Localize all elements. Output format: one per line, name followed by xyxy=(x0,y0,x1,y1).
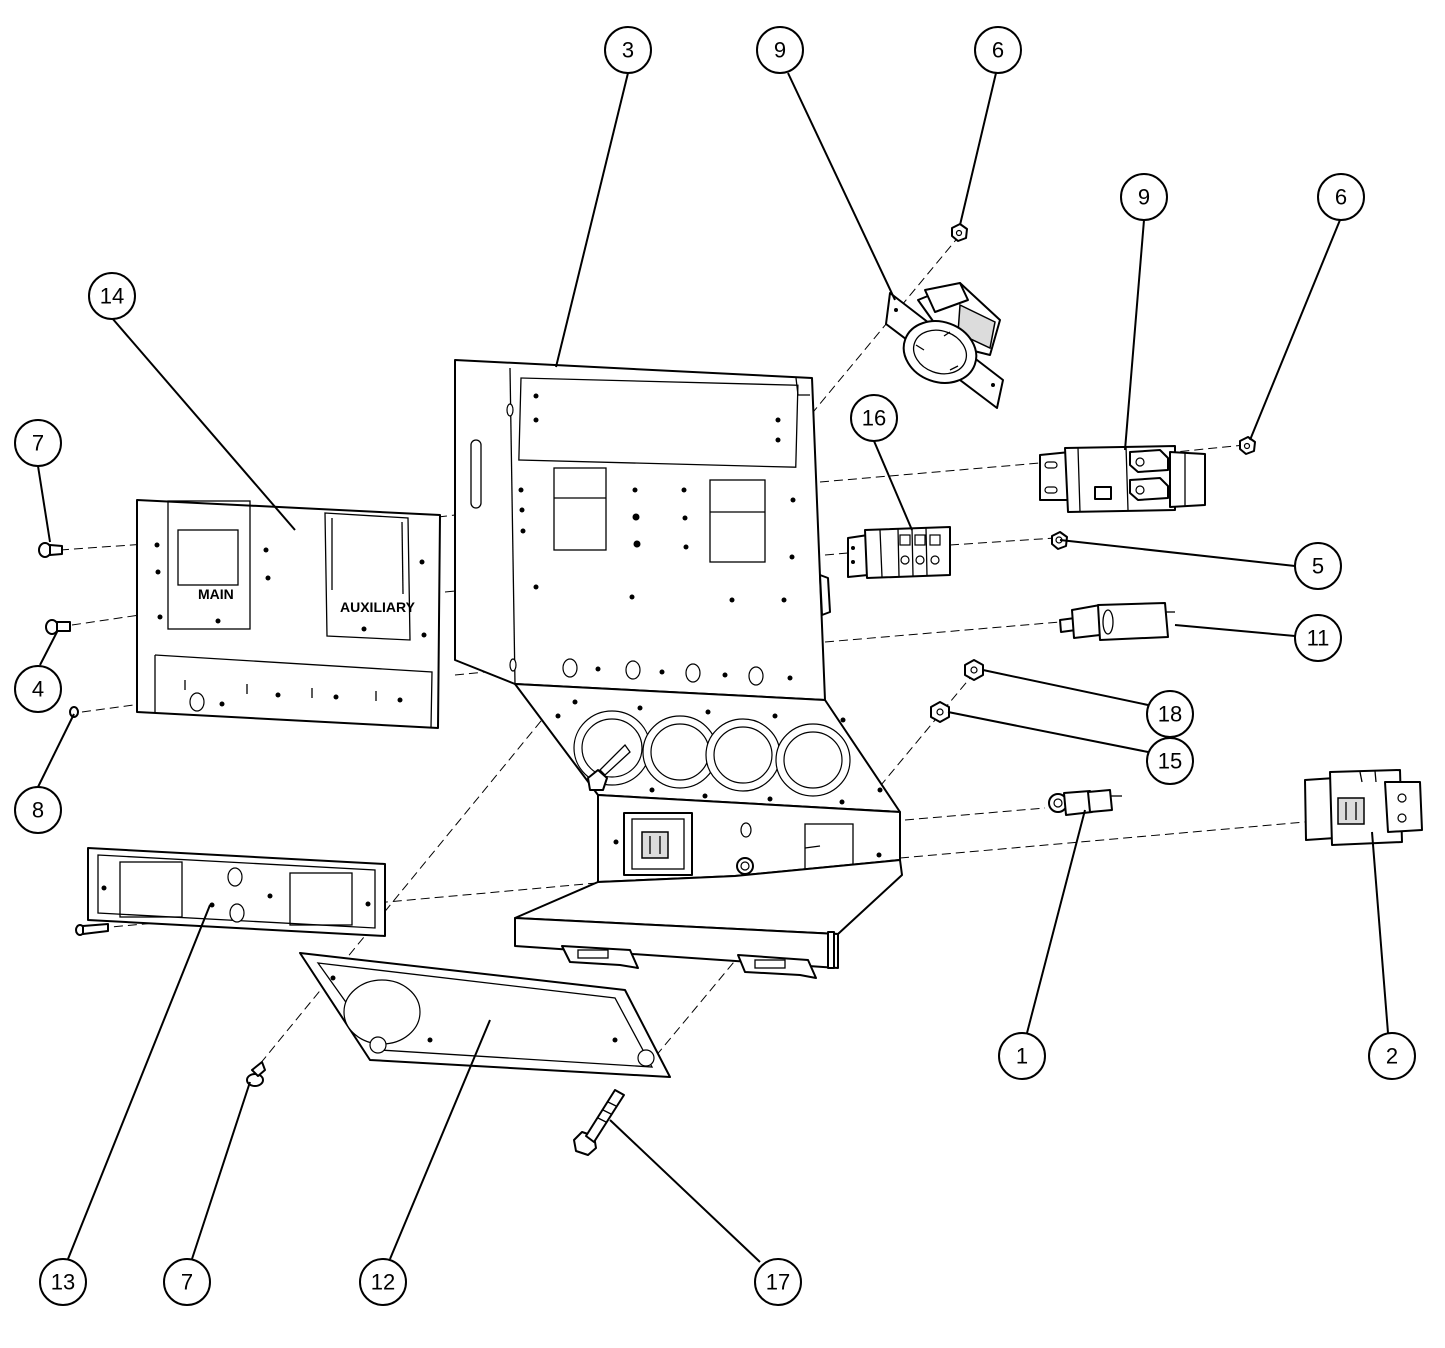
callout-3: 3 xyxy=(604,26,652,74)
svg-text:13: 13 xyxy=(51,1270,75,1295)
callout-11: 11 xyxy=(1294,614,1342,662)
hex-nut-top xyxy=(951,223,968,242)
svg-text:15: 15 xyxy=(1158,749,1182,774)
callout-14: 14 xyxy=(88,272,136,320)
gasket-plate xyxy=(299,952,671,1078)
callout-5: 5 xyxy=(1294,542,1342,590)
svg-text:7: 7 xyxy=(32,431,44,456)
circuit-breaker xyxy=(1039,445,1206,513)
svg-text:9: 9 xyxy=(774,38,786,63)
lower-cover-plate xyxy=(87,847,386,937)
svg-text:9: 9 xyxy=(1138,185,1150,210)
twist-lock-receptacle xyxy=(885,282,1004,409)
callout-6-right: 6 xyxy=(1317,173,1365,221)
svg-text:2: 2 xyxy=(1386,1044,1398,1069)
callout-15: 15 xyxy=(1146,737,1194,785)
callout-8: 8 xyxy=(14,786,62,834)
callout-9: 9 xyxy=(1120,173,1168,221)
callout-17: 17 xyxy=(754,1258,802,1306)
main-plate-label: MAIN xyxy=(198,586,234,602)
screw-7-bottom xyxy=(246,1061,266,1087)
callout-4: 4 xyxy=(14,665,62,713)
terminal-block xyxy=(847,526,951,579)
callout-12: 12 xyxy=(359,1258,407,1306)
nut-18 xyxy=(964,659,984,681)
callout-7-top: 7 xyxy=(14,419,62,467)
callout-16: 16 xyxy=(850,394,898,442)
screw-4 xyxy=(45,619,71,635)
svg-text:6: 6 xyxy=(992,38,1004,63)
svg-text:6: 6 xyxy=(1335,185,1347,210)
svg-text:3: 3 xyxy=(622,38,634,63)
main-bracket xyxy=(454,359,903,979)
svg-text:14: 14 xyxy=(100,284,124,309)
screw-13 xyxy=(75,923,109,936)
svg-text:4: 4 xyxy=(32,677,44,702)
callout-10: 9 xyxy=(756,26,804,74)
toggle-switch xyxy=(1059,602,1175,641)
indicator-light xyxy=(1048,789,1122,816)
svg-text:16: 16 xyxy=(862,406,886,431)
hex-nut-right xyxy=(1239,436,1256,455)
callout-13: 13 xyxy=(39,1258,87,1306)
svg-text:17: 17 xyxy=(766,1270,790,1295)
svg-text:1: 1 xyxy=(1016,1044,1028,1069)
svg-text:7: 7 xyxy=(181,1270,193,1295)
svg-text:5: 5 xyxy=(1312,554,1324,579)
callout-leaders xyxy=(37,72,1389,1263)
nut-5 xyxy=(1051,531,1068,550)
callout-7-bottom: 7 xyxy=(163,1258,211,1306)
duplex-receptacle xyxy=(1304,769,1423,846)
svg-text:12: 12 xyxy=(371,1270,395,1295)
screw-8 xyxy=(69,706,79,718)
callout-2: 2 xyxy=(1368,1032,1416,1080)
callout-6-top: 6 xyxy=(974,26,1022,74)
svg-text:11: 11 xyxy=(1307,626,1330,651)
bolt-17 xyxy=(573,1089,625,1156)
auxiliary-plate-label: AUXILIARY xyxy=(340,599,416,615)
callout-18: 18 xyxy=(1146,690,1194,738)
callout-1: 1 xyxy=(998,1032,1046,1080)
svg-text:8: 8 xyxy=(32,798,44,823)
screw-7-top xyxy=(38,542,63,558)
front-label-plate: MAIN AUXILIARY xyxy=(136,499,441,729)
svg-text:18: 18 xyxy=(1158,702,1182,727)
nut-15 xyxy=(930,701,950,723)
